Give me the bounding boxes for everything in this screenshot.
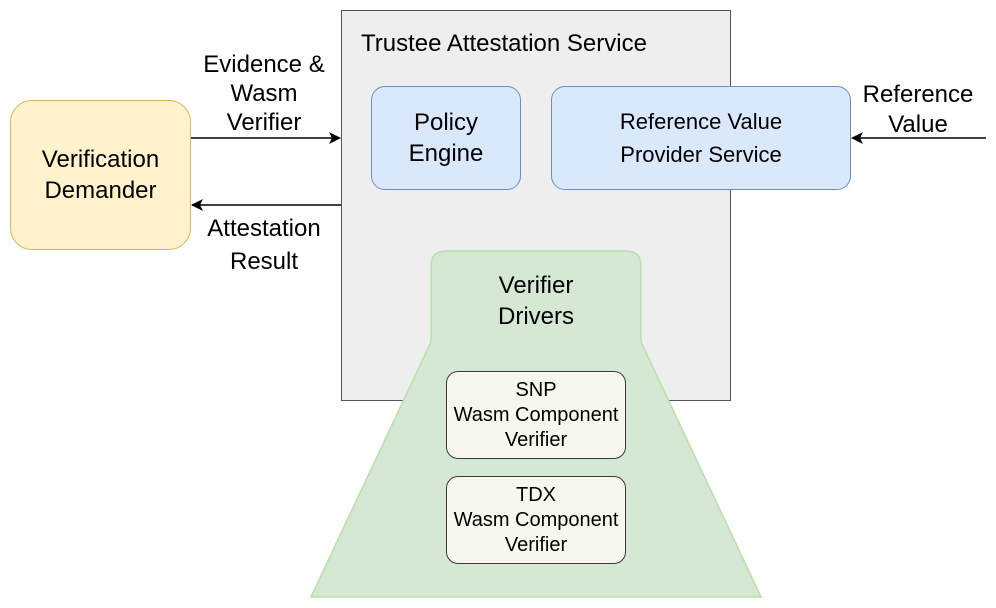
policy-engine-line-2: Engine [408, 140, 484, 167]
result-label-line-2: Result [229, 248, 299, 275]
attestation-result-label: Attestation Result [196, 212, 332, 278]
policy-engine-line-1: Policy [413, 109, 478, 136]
reference-value-label: Reference Value [852, 80, 984, 140]
evidence-label: Evidence & Wasm Verifier [196, 50, 332, 137]
verifier-drivers-line-1: Verifier [498, 272, 574, 299]
demander-label-line-1: Verification [41, 146, 160, 173]
result-label-line-1: Attestation [207, 215, 321, 242]
snp-wasm-component-verifier: SNP Wasm Component Verifier [446, 371, 626, 459]
tdx-line-3: Verifier [504, 533, 568, 556]
snp-line-3: Verifier [504, 428, 568, 451]
evidence-label-line-1: Evidence & [203, 51, 325, 78]
evidence-label-line-3: Verifier [226, 109, 302, 136]
reference-label-line-2: Value [888, 111, 948, 138]
policy-engine: Policy Engine [371, 86, 521, 190]
rvps-line-2: Provider Service [620, 142, 782, 167]
verification-demander: Verification Demander [10, 100, 191, 250]
verifier-drivers-line-2: Drivers [498, 303, 574, 330]
demander-label-line-2: Demander [44, 177, 157, 204]
snp-line-2: Wasm Component [453, 403, 619, 426]
snp-line-1: SNP [515, 378, 557, 401]
tdx-wasm-component-verifier: TDX Wasm Component Verifier [446, 476, 626, 564]
evidence-label-line-2: Wasm [230, 80, 298, 107]
service-title: Trustee Attestation Service [361, 30, 647, 57]
tdx-line-2: Wasm Component [453, 508, 619, 531]
verifier-drivers-label: Verifier Drivers [431, 270, 641, 332]
rvps-line-1: Reference Value [619, 109, 783, 134]
tdx-line-1: TDX [516, 483, 556, 506]
reference-value-provider-service: Reference Value Provider Service [551, 86, 851, 190]
reference-label-line-1: Reference [862, 81, 974, 108]
